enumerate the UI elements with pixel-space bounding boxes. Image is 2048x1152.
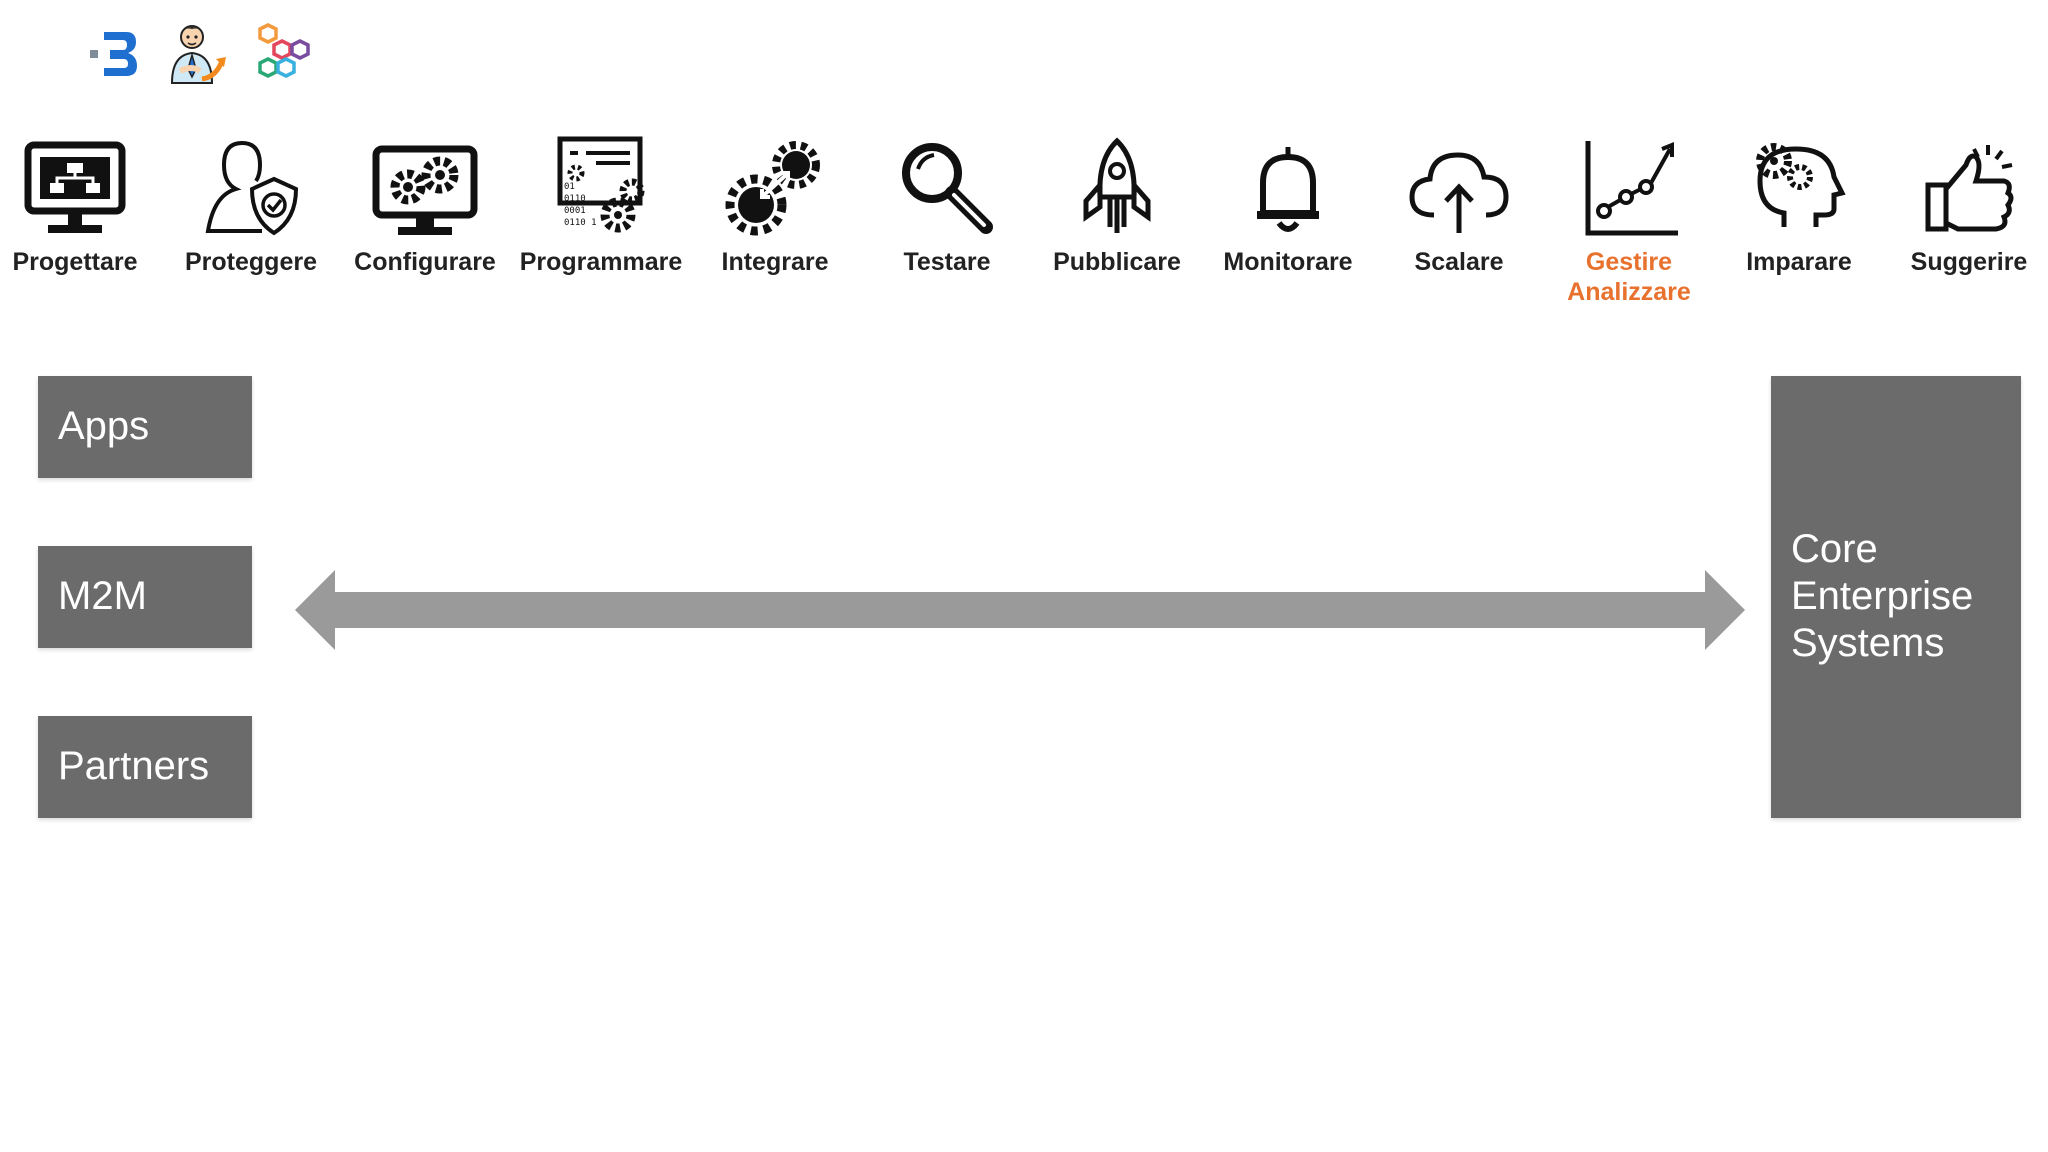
core-label-line1: Core: [1791, 527, 1878, 571]
step-label: Testare: [903, 248, 991, 276]
svg-text:01: 01: [564, 182, 575, 192]
step-label: Gestire: [1585, 248, 1673, 276]
step-label-secondary: Analizzare: [1567, 278, 1691, 306]
step-scalare: Scalare: [1374, 135, 1544, 277]
monitor-network-icon: [24, 141, 126, 233]
m2m-label: M2M: [58, 574, 147, 618]
step-label: Suggerire: [1910, 248, 2028, 276]
head-gear-icon: [1756, 143, 1846, 227]
gears-icon: [725, 141, 820, 236]
apps-box: Apps: [38, 376, 252, 478]
svg-text:0110: 0110: [564, 194, 586, 204]
step-label: Programmare: [519, 248, 683, 276]
core-enterprise-systems-box: Core Enterprise Systems: [1771, 376, 2021, 818]
partners-label: Partners: [58, 744, 210, 788]
step-pubblicare: Pubblicare: [1032, 135, 1202, 277]
step-monitorare: Monitorare: [1203, 135, 1373, 277]
double-arrow: [295, 570, 1745, 650]
step-configurare: Configurare: [340, 135, 510, 277]
step-programmare: 01 0110 0001 0110 1 Programmare: [516, 135, 686, 277]
user-shield-icon: [205, 141, 299, 236]
magnifier-icon: [902, 143, 993, 234]
core-label: Core Enterprise Systems: [1791, 526, 1973, 667]
step-label: Monitorare: [1223, 248, 1353, 276]
step-testare: Testare: [862, 135, 1032, 277]
step-imparare: Imparare: [1714, 135, 1884, 277]
step-label: Integrare: [721, 248, 829, 276]
svg-text:0001: 0001: [564, 206, 586, 216]
person-thumbs-up-logo-icon: [166, 21, 230, 87]
thumbs-up-icon: [1925, 145, 2014, 232]
cloud-upload-icon: [1409, 152, 1509, 233]
partners-box: Partners: [38, 716, 252, 818]
bell-icon: [1257, 147, 1319, 232]
step-label: Progettare: [12, 248, 138, 276]
step-label: Scalare: [1414, 248, 1504, 276]
step-proteggere: Proteggere: [166, 135, 336, 277]
step-integrare: Integrare: [690, 135, 860, 277]
line-chart-icon: [1585, 141, 1678, 236]
apps-label: Apps: [58, 404, 150, 448]
m2m-box: M2M: [38, 546, 252, 648]
code-gears-icon: 01 0110 0001 0110 1: [557, 136, 645, 233]
step-suggerire: Suggerire: [1884, 135, 2048, 277]
step-label: Imparare: [1746, 248, 1852, 276]
step-gestire-analizzare: Gestire Analizzare: [1544, 135, 1714, 307]
step-label: Pubblicare: [1053, 248, 1181, 276]
step-label: Configurare: [354, 248, 496, 276]
logo-group: [88, 18, 312, 90]
b-letter-logo-icon: [88, 26, 140, 82]
svg-text:0110 1: 0110 1: [564, 218, 597, 228]
hexagon-cluster-logo-icon: [256, 21, 312, 87]
lifecycle-steps: Progettare Proteggere Configurare: [0, 135, 2048, 315]
step-label: Proteggere: [185, 248, 317, 276]
core-label-line3: Systems: [1791, 621, 1945, 665]
step-progettare: Progettare: [0, 135, 160, 277]
monitor-gears-icon: [372, 145, 478, 235]
rocket-icon: [1083, 137, 1151, 233]
core-label-line2: Enterprise: [1791, 574, 1974, 618]
